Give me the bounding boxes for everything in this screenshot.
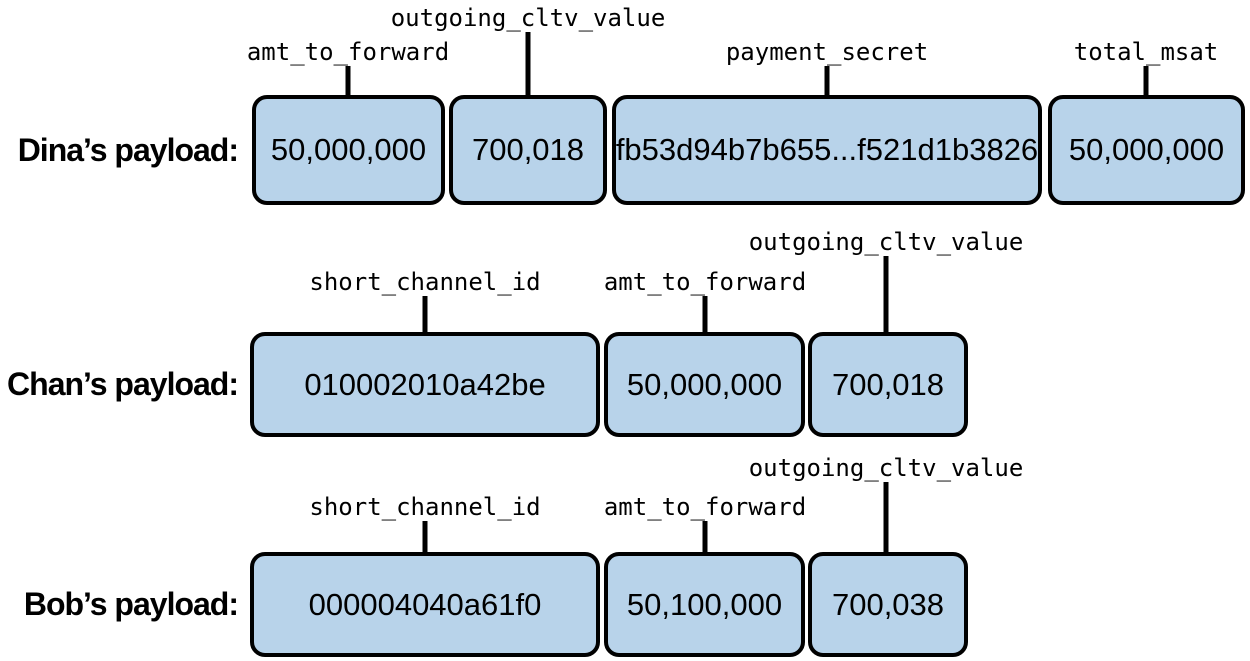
payload-box-payment-secret: fb53d94b7b655...f521d1b3826 <box>612 95 1042 205</box>
tick-line <box>422 521 428 554</box>
field-label-short-channel-id: short_channel_id <box>309 268 541 296</box>
field-label-payment-secret: payment_secret <box>725 38 929 66</box>
payload-box-value: 50,000,000 <box>626 366 783 402</box>
tick-line <box>422 296 428 334</box>
payload-box-outgoing-cltv-value: 700,018 <box>808 332 968 437</box>
field-label-outgoing-cltv-value: outgoing_cltv_value <box>390 4 666 32</box>
tick-line <box>883 256 889 334</box>
row-label-dina: Dina’s payload: <box>17 131 239 168</box>
payload-box-value: fb53d94b7b655...f521d1b3826 <box>615 132 1039 167</box>
row-label-chan: Chan’s payload: <box>7 366 239 402</box>
tick-line <box>1143 66 1149 97</box>
tick-line <box>702 296 708 334</box>
field-label-outgoing-cltv-value: outgoing_cltv_value <box>748 228 1024 256</box>
payload-box-outgoing-cltv-value: 700,018 <box>449 95 607 205</box>
payload-box-value: 010002010a42be <box>304 366 546 402</box>
tick-line <box>824 66 830 97</box>
tick-line <box>345 66 351 97</box>
payload-box-short-channel-id: 000004040a61f0 <box>250 552 600 657</box>
field-label-amt-to-forward: amt_to_forward <box>603 493 807 521</box>
payload-box-outgoing-cltv-value: 700,038 <box>808 552 968 657</box>
field-label-amt-to-forward: amt_to_forward <box>603 268 807 296</box>
payload-box-amt-to-forward: 50,100,000 <box>604 552 805 657</box>
payload-box-short-channel-id: 010002010a42be <box>250 332 600 437</box>
tick-line <box>525 32 531 97</box>
payload-box-value: 700,018 <box>471 132 585 167</box>
tick-line <box>883 482 889 554</box>
payload-box-amt-to-forward: 50,000,000 <box>252 95 445 205</box>
payload-box-amt-to-forward: 50,000,000 <box>604 332 805 437</box>
payload-box-value: 50,100,000 <box>626 586 783 622</box>
payload-box-total-msat: 50,000,000 <box>1048 95 1245 205</box>
payload-box-value: 700,018 <box>831 366 945 402</box>
row-label-bob: Bob’s payload: <box>23 586 239 622</box>
payload-box-value: 000004040a61f0 <box>308 586 542 622</box>
payload-box-value: 50,000,000 <box>270 132 427 167</box>
tick-line <box>702 521 708 554</box>
payload-box-value: 50,000,000 <box>1068 132 1225 167</box>
field-label-total-msat: total_msat <box>1073 38 1219 66</box>
field-label-outgoing-cltv-value: outgoing_cltv_value <box>748 454 1024 482</box>
field-label-short-channel-id: short_channel_id <box>309 493 541 521</box>
field-label-amt-to-forward: amt_to_forward <box>246 38 450 66</box>
payload-box-value: 700,038 <box>831 586 945 622</box>
